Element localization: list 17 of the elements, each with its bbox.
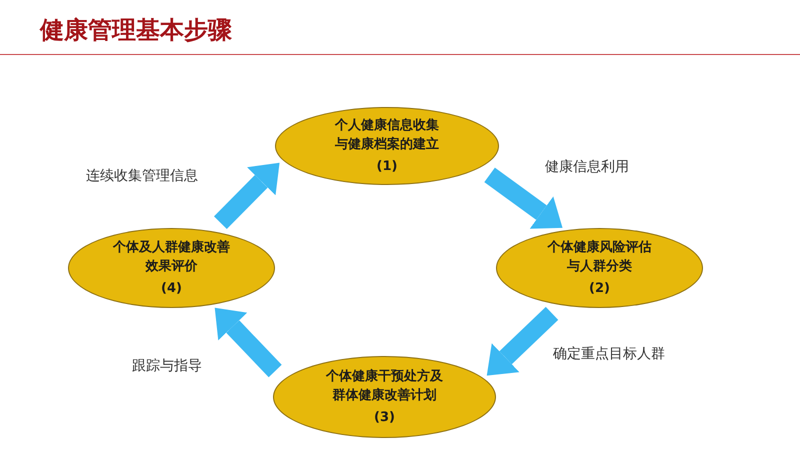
arrow xyxy=(214,308,282,378)
step-number: (4) xyxy=(161,280,182,298)
edge-label: 健康信息利用 xyxy=(545,158,629,177)
step-text: 个人健康信息收集与健康档案的建立 xyxy=(335,116,439,154)
arrow xyxy=(484,168,563,229)
step-number: (3) xyxy=(374,409,395,427)
edge-label: 连续收集管理信息 xyxy=(86,167,198,186)
arrow xyxy=(486,306,558,376)
step-number: (2) xyxy=(589,280,610,298)
edge-label: 跟踪与指导 xyxy=(132,357,202,376)
step-number: (1) xyxy=(376,158,398,176)
title: 健康管理基本步骤 xyxy=(40,15,232,46)
step-text: 个体健康干预处方及群体健康改善计划 xyxy=(326,368,443,405)
arrow xyxy=(214,162,280,230)
edge-label: 确定重点目标人群 xyxy=(553,345,665,364)
step-text: 个体及人群健康改善效果评价 xyxy=(113,238,230,276)
step-text: 个体健康风险评估与人群分类 xyxy=(548,238,652,276)
